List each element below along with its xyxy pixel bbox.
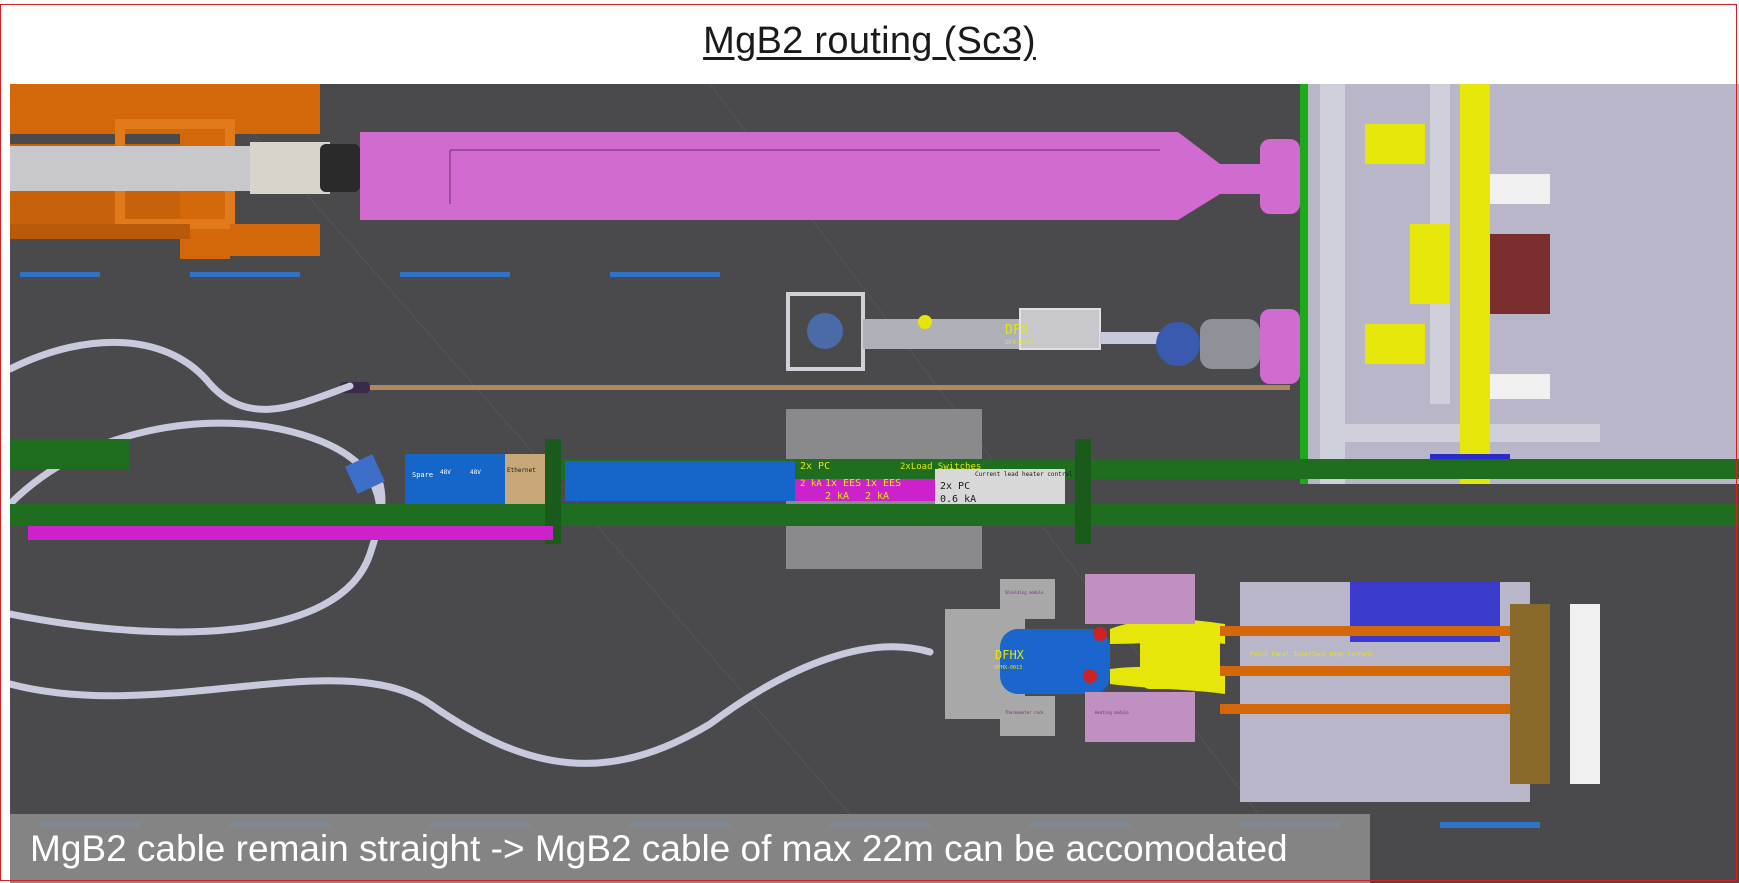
caption-text: MgB2 cable remain straight -> MgB2 cable… [30,828,1288,869]
dfx-label: DFX [1005,323,1029,338]
cad-render: DFX DFX-0013 [6,83,1739,883]
mgb2-straight-link [350,385,1290,390]
caption-bar: MgB2 cable remain straight -> MgB2 cable… [10,814,1370,883]
rack-48v-label: 48V [470,469,481,476]
pc-2x-label: 2x PC [800,461,830,472]
patch-panel: Patch Panel Interface High Current [1220,582,1600,802]
dfhx-label: DFHX [995,648,1025,662]
magenta-cryostat [360,132,1300,384]
rack-ethernet-label: Ethernet [507,467,536,474]
ees-1-value: 2 kA [825,491,849,502]
current-lead-heater-label: Current lead heater control [975,471,1073,478]
rack-spare-label: Spare [412,471,433,479]
beam-pipe [10,142,360,194]
load-switches-label: 2xLoad Switches [900,462,981,472]
patch-panel-label: Patch Panel Interface High Current [1250,651,1373,658]
green-rail [10,439,1739,544]
dfx-sublabel: DFX-0013 [1005,339,1034,346]
ees-2-label: 1x EES [865,478,901,489]
power-converter-area: 2x PC 2 kA 1x EES 2 kA 1x EES 2 kA 2xLoa… [795,461,1073,505]
dfhx-thermometer-label: Thermometer rack [1005,710,1044,715]
dfhx-sublabel: DFHX-0013 [995,665,1022,671]
pc-2ka-label: 2 kA [800,479,822,489]
dfhx-module: DFHX DFHX-0013 Shielding module Thermome… [945,574,1225,742]
ees-2-value: 2 kA [865,491,889,502]
rack-48v-label: 48V [440,469,451,476]
pc-2x-b-label: 2x PC [940,481,970,492]
right-structure [1300,84,1739,484]
dfhx-shielding-label: Shielding module [1005,590,1044,595]
dfx-module: DFX DFX-0013 [786,292,1260,371]
cad-render-svg: DFX DFX-0013 [6,83,1739,883]
rack-row: Spare 48V 48V Ethernet [345,454,795,504]
dfhx-heating-label: Heating module [1095,710,1129,715]
pc-06ka-label: 0.6 kA [940,494,976,505]
slide-title: MgB2 routing (Sc3) [703,20,1036,62]
ees-1-label: 1x EES [825,478,861,489]
